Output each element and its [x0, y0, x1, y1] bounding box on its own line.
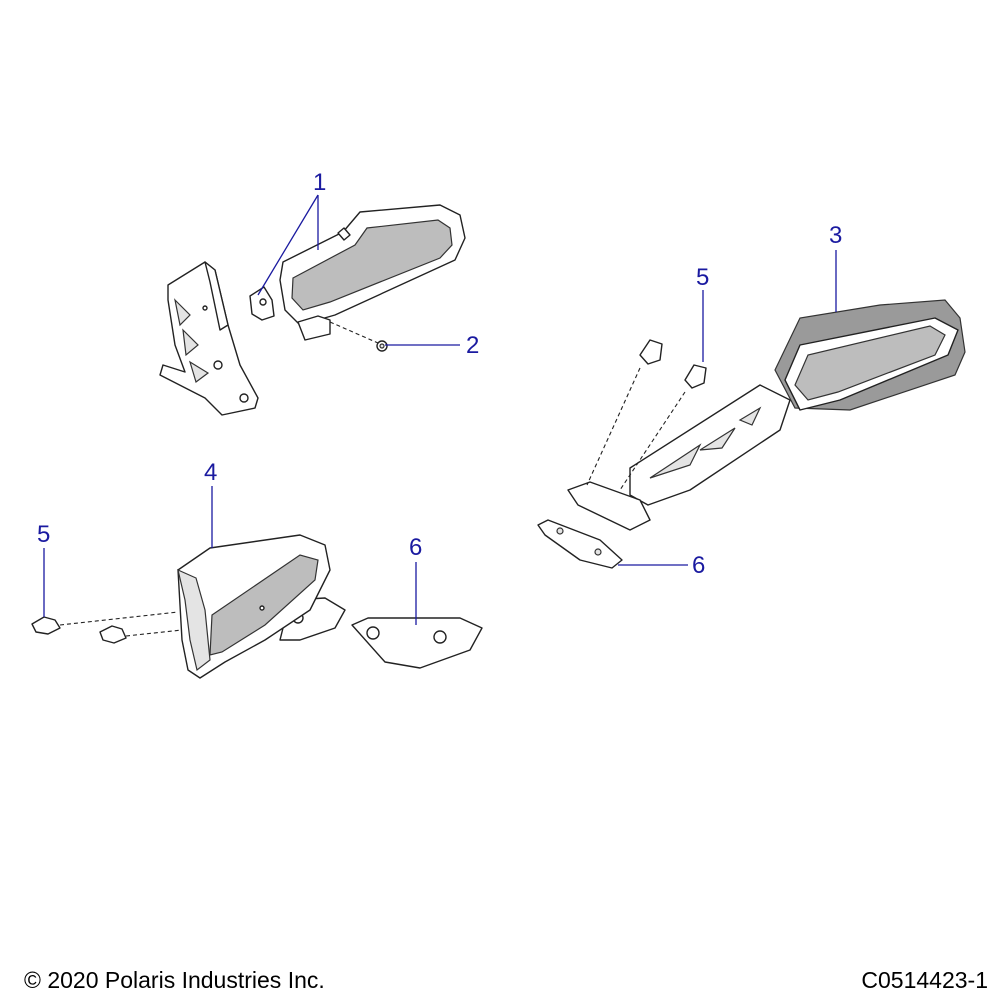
gasket-left	[351, 617, 483, 669]
gasket-right	[537, 519, 623, 569]
callout-5-right: 5	[696, 264, 709, 291]
mirror-clip	[249, 286, 275, 321]
rearview-mirror	[279, 204, 466, 341]
callout-2: 2	[466, 332, 479, 359]
bolts-left	[31, 611, 183, 644]
callout-3: 3	[829, 222, 842, 249]
copyright-notice: © 2020 Polaris Industries Inc.	[24, 967, 325, 993]
callout-4: 4	[204, 459, 217, 486]
mirror-screw	[329, 321, 388, 352]
drawing-number: C0514423-1	[861, 967, 988, 993]
callout-5-left: 5	[37, 521, 50, 548]
rearview-mirror-mount	[159, 261, 259, 416]
side-mirror-left	[177, 534, 346, 679]
leader-lines	[43, 194, 837, 625]
callout-6-right: 6	[692, 552, 705, 579]
bolts-right	[586, 339, 707, 491]
callout-6-left: 6	[409, 534, 422, 561]
side-mirror-right	[567, 299, 966, 531]
callout-1: 1	[313, 169, 326, 196]
